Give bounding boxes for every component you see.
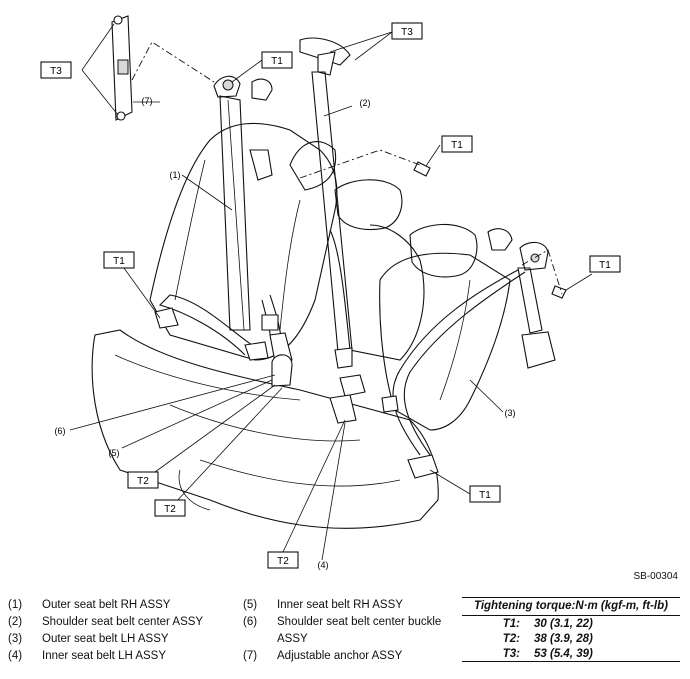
legend-item: (4) Inner seat belt LH ASSY bbox=[8, 648, 203, 665]
callout-t1-bottom-text: T1 bbox=[479, 490, 491, 501]
part-label-6: (6) bbox=[55, 426, 66, 436]
callout-t1-left: T1 bbox=[103, 251, 135, 269]
torque-key: T2: bbox=[502, 633, 520, 645]
legend-number: (2) bbox=[8, 616, 23, 628]
legend-text: Outer seat belt RH ASSY bbox=[42, 599, 171, 611]
legend-item: (6) Shoulder seat belt center buckle ASS… bbox=[243, 614, 453, 648]
part-label-2: (2) bbox=[360, 98, 371, 108]
callout-t2-a-text: T2 bbox=[137, 476, 149, 487]
leader-lines bbox=[69, 23, 593, 561]
shoulder-seat-belt-center bbox=[299, 37, 353, 369]
legend-item: (5) Inner seat belt RH ASSY bbox=[243, 597, 453, 614]
callout-t3-left-text: T3 bbox=[50, 66, 62, 77]
bolts bbox=[251, 78, 567, 299]
callout-t1-top-text: T1 bbox=[271, 56, 283, 67]
legend-item: (3) Outer seat belt LH ASSY bbox=[8, 631, 203, 648]
legend-column-2: (5) Inner seat belt RH ASSY (6) Shoulder… bbox=[243, 597, 453, 665]
torque-table: Tightening torque:N·m (kgf-m, ft-lb) T1:… bbox=[462, 597, 680, 662]
torque-value: 53 (5.4, 39) bbox=[534, 648, 593, 660]
part-label-1: (1) bbox=[170, 170, 181, 180]
legend-number: (3) bbox=[8, 633, 23, 645]
part-label-5: (5) bbox=[109, 448, 120, 458]
legend-text: Shoulder seat belt center ASSY bbox=[42, 616, 204, 628]
legend-number: (1) bbox=[8, 599, 23, 611]
legend-number: (6) bbox=[243, 616, 258, 628]
legend-column-1: (1) Outer seat belt RH ASSY (2) Shoulder… bbox=[8, 597, 203, 665]
callout-t1-bottom: T1 bbox=[469, 485, 501, 503]
center-belt-buckles bbox=[261, 294, 366, 424]
legend-text: Outer seat belt LH ASSY bbox=[42, 633, 169, 645]
seat-back-center bbox=[289, 141, 425, 361]
part-label-4: (4) bbox=[318, 560, 329, 570]
seat-cushion bbox=[91, 329, 439, 529]
torque-row: T1: 30 (3.1, 22) bbox=[462, 616, 680, 631]
callout-t1-right-mid-text: T1 bbox=[451, 140, 463, 151]
torque-value: 38 (3.9, 28) bbox=[534, 633, 593, 645]
part-label-3: (3) bbox=[505, 408, 516, 418]
callout-t2-a: T2 bbox=[127, 471, 159, 489]
legend-number: (4) bbox=[8, 650, 23, 662]
callout-t3-left: T3 bbox=[40, 61, 72, 79]
callout-t2-b-text: T2 bbox=[164, 504, 176, 515]
callout-t2-c-text: T2 bbox=[277, 556, 289, 567]
callout-t1-right-mid: T1 bbox=[441, 135, 473, 153]
legend-text: Shoulder seat belt center buckle ASSY bbox=[277, 616, 442, 645]
legend-text: Adjustable anchor ASSY bbox=[277, 650, 403, 662]
torque-key: T3: bbox=[502, 648, 520, 660]
callout-t1-top: T1 bbox=[261, 51, 293, 69]
figure-code: SB-00304 bbox=[633, 571, 678, 582]
torque-title: Tightening torque:N·m (kgf-m, ft-lb) bbox=[462, 598, 680, 616]
seat-back-right bbox=[149, 122, 338, 361]
outer-seat-belt-rh bbox=[154, 75, 273, 361]
adjustable-anchor bbox=[111, 15, 133, 121]
legend-number: (7) bbox=[243, 650, 258, 662]
callout-t3-top-text: T3 bbox=[401, 27, 413, 38]
callout-t1-left-text: T1 bbox=[113, 256, 125, 267]
torque-row: T3: 53 (5.4, 39) bbox=[462, 646, 680, 661]
legend-text: Inner seat belt LH ASSY bbox=[42, 650, 167, 662]
torque-row: T2: 38 (3.9, 28) bbox=[462, 631, 680, 646]
part-label-7: (7) bbox=[142, 96, 153, 106]
torque-value: 30 (3.1, 22) bbox=[534, 618, 593, 630]
legend-number: (5) bbox=[243, 599, 258, 611]
legend-item: (1) Outer seat belt RH ASSY bbox=[8, 597, 203, 614]
seat-belt-diagram: T3 T3 T1 T1 T1 T1 T1 T2 T2 T2 (7) (2) (1… bbox=[40, 15, 621, 570]
legend-item: (2) Shoulder seat belt center ASSY bbox=[8, 614, 203, 631]
callout-t2-c: T2 bbox=[267, 551, 299, 569]
callout-t1-right: T1 bbox=[589, 255, 621, 273]
seat-back-left bbox=[379, 223, 511, 431]
reference-lines bbox=[131, 41, 563, 295]
callout-t3-top: T3 bbox=[391, 22, 423, 40]
legend-item: (7) Adjustable anchor ASSY bbox=[243, 648, 453, 665]
callout-t2-b: T2 bbox=[154, 499, 186, 517]
callout-t1-right-text: T1 bbox=[599, 260, 611, 271]
legend-text: Inner seat belt RH ASSY bbox=[277, 599, 403, 611]
outer-seat-belt-lh bbox=[381, 228, 556, 479]
torque-key: T1: bbox=[502, 618, 520, 630]
